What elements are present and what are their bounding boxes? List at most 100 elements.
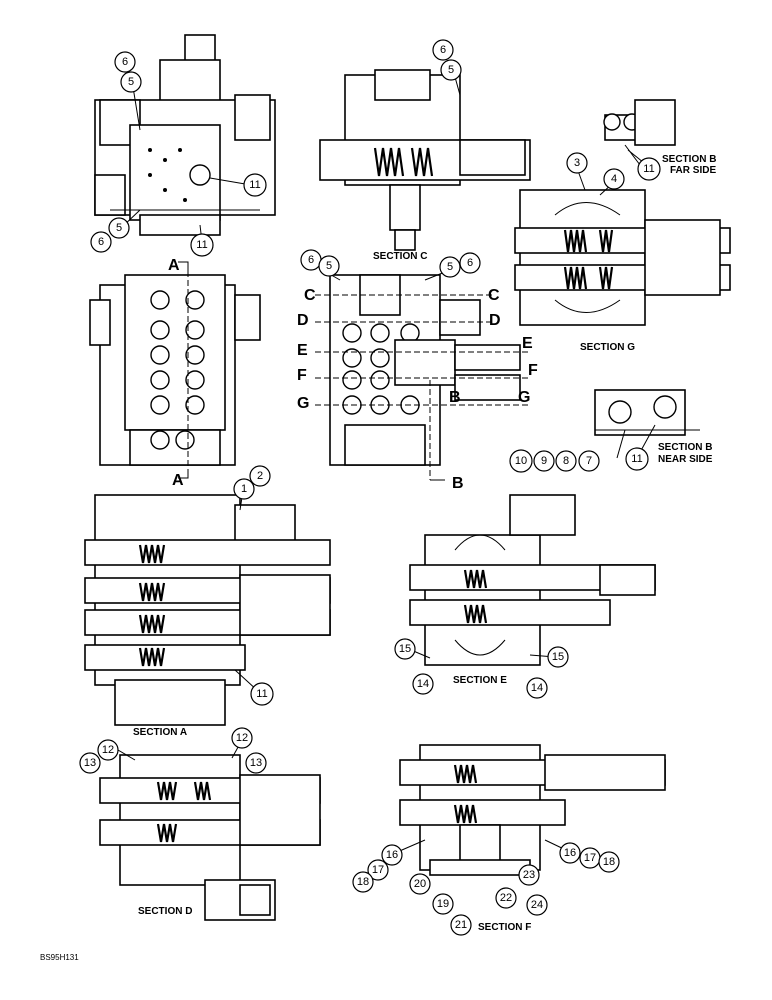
svg-text:2: 2 xyxy=(257,470,263,482)
callout-2: 2 xyxy=(249,465,271,487)
section-g-label: SECTION G xyxy=(580,342,635,353)
cut-label-b-bottom: B xyxy=(452,475,464,492)
callout-17: 17 xyxy=(367,859,389,881)
svg-text:18: 18 xyxy=(603,856,615,868)
svg-text:6: 6 xyxy=(467,257,473,269)
callout-6: 6 xyxy=(114,51,136,73)
svg-text:12: 12 xyxy=(236,732,248,744)
svg-text:19: 19 xyxy=(437,898,449,910)
callout-17: 17 xyxy=(579,847,601,869)
callout-5: 5 xyxy=(108,217,130,239)
callout-22: 22 xyxy=(495,887,517,909)
svg-text:7: 7 xyxy=(586,455,592,467)
callout-21: 21 xyxy=(450,914,472,936)
cut-label-b-top: B xyxy=(449,389,461,406)
section-a-label: SECTION A xyxy=(133,727,187,738)
section-g-drawing xyxy=(514,189,731,326)
svg-text:21: 21 xyxy=(455,919,467,931)
cut-label-d-left: D xyxy=(297,312,309,329)
cut-label-c-left: C xyxy=(304,287,316,304)
callout-5: 5 xyxy=(120,71,142,93)
svg-text:9: 9 xyxy=(541,455,547,467)
section-b-far-drawing xyxy=(603,99,676,166)
svg-text:5: 5 xyxy=(128,76,134,88)
callout-15: 15 xyxy=(394,638,416,660)
svg-text:3: 3 xyxy=(574,157,580,169)
callout-15: 15 xyxy=(547,646,569,668)
svg-text:11: 11 xyxy=(256,688,267,700)
callout-13: 13 xyxy=(245,752,267,774)
callout-18: 18 xyxy=(352,871,374,893)
cut-label-c-right: C xyxy=(488,287,500,304)
callout-1: 1 xyxy=(233,478,255,500)
valve-front-view xyxy=(89,261,261,479)
callout-11: 11 xyxy=(243,173,267,197)
svg-text:24: 24 xyxy=(531,899,543,911)
callout-6: 6 xyxy=(300,249,322,271)
svg-text:6: 6 xyxy=(308,254,314,266)
svg-text:13: 13 xyxy=(84,757,96,769)
section-e-label: SECTION E xyxy=(453,675,507,686)
svg-text:6: 6 xyxy=(440,44,446,56)
callout-14: 14 xyxy=(526,677,548,699)
callout-20: 20 xyxy=(409,873,431,895)
callout-16: 16 xyxy=(381,844,403,866)
callout-11: 11 xyxy=(190,233,214,257)
section-b-near-label-1: SECTION B xyxy=(658,442,712,453)
callout-11: 11 xyxy=(250,682,274,706)
callout-8: 8 xyxy=(555,450,577,472)
callout-18: 18 xyxy=(598,851,620,873)
cut-label-a-bottom: A xyxy=(172,472,184,489)
svg-text:23: 23 xyxy=(523,869,535,881)
callout-11: 11 xyxy=(625,447,649,471)
section-b-far-label-2: FAR SIDE xyxy=(670,165,716,176)
svg-text:11: 11 xyxy=(643,163,654,175)
cut-label-e-left: E xyxy=(297,342,308,359)
svg-text:11: 11 xyxy=(631,453,642,465)
svg-text:5: 5 xyxy=(326,260,332,272)
callout-10: 10 xyxy=(509,449,533,473)
callout-12: 12 xyxy=(231,727,253,749)
svg-text:5: 5 xyxy=(447,261,453,273)
svg-text:15: 15 xyxy=(399,643,411,655)
svg-text:15: 15 xyxy=(552,651,564,663)
svg-text:1: 1 xyxy=(241,483,247,495)
callout-5: 5 xyxy=(440,59,462,81)
cut-label-f-right: F xyxy=(528,362,538,379)
svg-text:14: 14 xyxy=(417,678,429,690)
cut-label-d-right: D xyxy=(489,312,501,329)
callout-14: 14 xyxy=(412,673,434,695)
section-b-near-label-2: NEAR SIDE xyxy=(658,454,713,465)
callout-11: 11 xyxy=(637,157,661,181)
svg-text:6: 6 xyxy=(122,56,128,68)
svg-text:11: 11 xyxy=(249,179,260,191)
cut-label-f-left: F xyxy=(297,367,307,384)
callouts: 6 5 6 5 11 5 6 11 11 3 4 6 5 5 6 10 9 8 … xyxy=(79,39,661,936)
callout-7: 7 xyxy=(578,450,600,472)
section-b-far-label-1: SECTION B xyxy=(662,154,716,165)
callout-5: 5 xyxy=(439,256,461,278)
svg-text:18: 18 xyxy=(357,876,369,888)
callout-16: 16 xyxy=(559,842,581,864)
cut-label-g-right: G xyxy=(518,389,530,406)
section-c-label: SECTION C xyxy=(373,251,427,262)
svg-text:11: 11 xyxy=(196,239,207,251)
section-e-drawing xyxy=(409,494,656,666)
svg-text:8: 8 xyxy=(563,455,569,467)
svg-text:13: 13 xyxy=(250,757,262,769)
callout-19: 19 xyxy=(432,893,454,915)
svg-text:5: 5 xyxy=(116,222,122,234)
svg-text:14: 14 xyxy=(531,682,543,694)
callout-6: 6 xyxy=(432,39,454,61)
svg-text:16: 16 xyxy=(386,849,398,861)
callout-13: 13 xyxy=(79,752,101,774)
section-d-drawing xyxy=(99,754,321,921)
callout-12: 12 xyxy=(97,739,119,761)
callout-6: 6 xyxy=(459,252,481,274)
valve-top-view xyxy=(94,34,276,236)
svg-text:20: 20 xyxy=(414,878,426,890)
svg-text:12: 12 xyxy=(102,744,114,756)
svg-text:17: 17 xyxy=(372,864,384,876)
cut-label-g-left: G xyxy=(297,395,309,412)
